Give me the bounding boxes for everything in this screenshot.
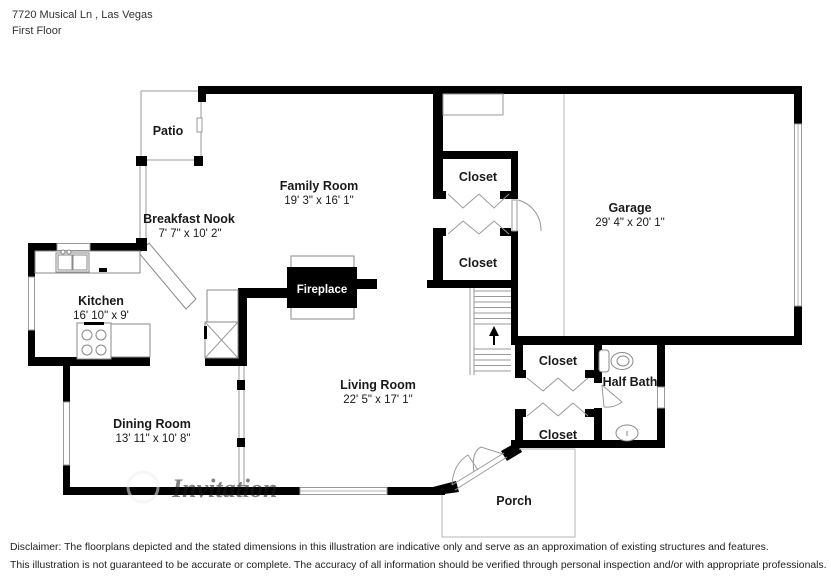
kitchen-sink-icon — [55, 249, 90, 273]
disclaimer-line-2: This illustration is not guaranteed to b… — [10, 560, 827, 571]
room-dims-family-room: 19' 3" x 16' 1" — [284, 195, 353, 207]
room-label-half-bath: Half Bath — [603, 375, 658, 389]
room-dims-living-room: 22' 5" x 17' 1" — [343, 394, 412, 406]
walls — [28, 86, 802, 495]
half-bath-door — [601, 384, 623, 408]
room-labels: Patio Family Room 19' 3" x 16' 1" Breakf… — [73, 124, 665, 508]
room-label-dining-room: Dining Room — [113, 417, 191, 431]
dining-living-divider — [237, 366, 245, 487]
room-dims-kitchen: 16' 10" x 9' — [73, 310, 129, 322]
fireplace: Fireplace — [287, 255, 357, 320]
room-dims-garage: 29' 4" x 20' 1" — [595, 217, 664, 229]
stove-icon — [76, 322, 112, 360]
room-label-living-room: Living Room — [340, 378, 416, 392]
floor-title: First Floor — [12, 25, 62, 37]
water-heater-platform — [442, 93, 504, 116]
patio-outline — [136, 90, 206, 166]
breakfast-nook-slider — [136, 166, 147, 249]
watermark-text: Invitation — [171, 474, 277, 503]
bathroom-sink-icon — [615, 424, 639, 448]
fireplace-label: Fireplace — [297, 284, 348, 296]
kitchen-counter-2 — [109, 323, 151, 358]
nook-counter — [138, 242, 197, 310]
room-label-garage: Garage — [608, 201, 651, 215]
room-label-family-room: Family Room — [280, 179, 359, 193]
closet-bifold-doors-hall — [515, 370, 594, 417]
kitchen-fixtures — [34, 249, 239, 360]
pantry-appliance-icon — [204, 321, 239, 359]
room-label-closet-hall-2: Closet — [539, 428, 578, 442]
garage-interior — [442, 93, 565, 336]
half-bath-fixtures — [598, 349, 639, 448]
room-label-closet-top-1: Closet — [459, 170, 498, 184]
toilet-icon — [598, 349, 634, 373]
watermark: Invitation — [126, 470, 277, 504]
kitchen-cabinet — [206, 289, 239, 323]
room-label-breakfast-nook: Breakfast Nook — [143, 212, 235, 226]
disclaimer-line-1: Disclaimer: The floorplans depicted and … — [10, 542, 769, 553]
room-dims-breakfast-nook: 7' 7" x 10' 2" — [158, 228, 221, 240]
closet-bifold-doors-top — [433, 191, 511, 236]
garage-entry-door — [511, 199, 542, 232]
room-label-closet-hall-1: Closet — [539, 354, 578, 368]
french-doors — [451, 446, 508, 491]
stairs-up-arrow-icon — [489, 326, 499, 345]
room-dims-dining-room: 13' 11" x 10' 8" — [115, 433, 190, 445]
room-label-porch: Porch — [496, 494, 531, 508]
address-title: 7720 Musical Ln , Las Vegas — [12, 9, 153, 21]
stairs — [469, 288, 511, 375]
windows — [28, 123, 802, 495]
room-label-closet-top-2: Closet — [459, 256, 498, 270]
porch-outline — [441, 448, 576, 538]
room-label-kitchen: Kitchen — [78, 294, 124, 308]
room-label-patio: Patio — [153, 124, 184, 138]
